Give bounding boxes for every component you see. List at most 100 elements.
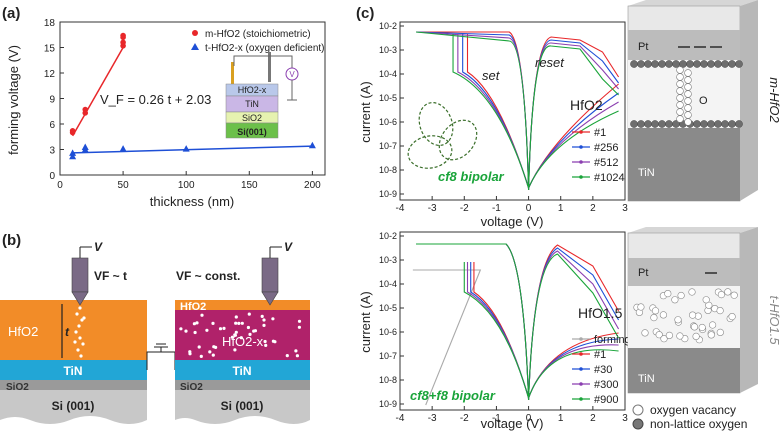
panel-label-b: (b): [2, 232, 21, 249]
panel-label-c: (c): [356, 5, 374, 22]
bottom-vacancy-ball-18: [708, 321, 717, 329]
legend-vacancy-label: oxygen vacancy: [650, 403, 736, 417]
panel-c-top-material: HfO2: [570, 97, 603, 113]
iv2-curve-1: [416, 243, 620, 401]
top-upper-ball-2: [644, 60, 652, 68]
top-filament-ball-1: [676, 73, 684, 81]
panel-a-marks: [69, 32, 316, 160]
panel-b-schematic: HfO2 TiN SiO2 Si (001) V VF ~ t t HfO2 H…: [0, 240, 310, 424]
iv2-legend-marker-0: [579, 337, 583, 341]
top-filament-ball-3: [676, 87, 684, 95]
top-filament-ball-b-0: [684, 69, 692, 77]
bottom-vacancy-ball-39: [698, 323, 706, 332]
iv2-ytick-label-2: 10-4: [379, 279, 397, 289]
iv2-xtick-label-4: 0: [526, 413, 532, 424]
panel-a-inset: HfO2-x TiN SiO2 Si(001) V: [225, 52, 299, 139]
a-ytick-label-3: 9: [49, 95, 55, 106]
right-vacancy-dots: [179, 312, 302, 358]
left-sio2-layer: [0, 380, 147, 390]
left-vacancy-8: [79, 354, 83, 358]
bottom-vacancy-ball-21: [690, 323, 699, 331]
a-ytick-label-0: 0: [49, 171, 55, 182]
legend-nonlattice-label: non-lattice oxygen: [650, 417, 747, 431]
top-filament-ball-b-3: [684, 90, 692, 98]
top-upper-ball-1: [637, 60, 645, 68]
bottom-vacancy-ball-10: [641, 329, 649, 337]
right-vacancy-21: [188, 352, 192, 356]
iv2-legend-marker-4: [579, 397, 583, 401]
iv2-ytick-label-4: 10-6: [379, 327, 397, 337]
right-sio2-label: SiO2: [180, 382, 203, 393]
left-hfo2-layer: [0, 300, 147, 360]
top-lower-ball-2: [644, 120, 652, 128]
bottom-vacancy-ball-22: [660, 335, 668, 343]
right-vacancy-28: [184, 329, 188, 333]
right-vacancy-7: [240, 321, 244, 325]
legend-nonlattice-marker: [632, 418, 644, 430]
panel-c-top-legend: #1#256#512#1024: [572, 127, 625, 184]
right-vacancy-14: [230, 335, 234, 339]
iv1-ytick-label-6: 10-8: [379, 165, 397, 175]
iv1-legend-marker-2: [579, 160, 583, 164]
iv2-curve-2: [416, 243, 620, 401]
inset-label-sio2: SiO2: [242, 113, 262, 123]
right-vacancy-38: [294, 349, 298, 353]
left-sio2-label: SiO2: [6, 382, 29, 393]
bottom-vacancy-ball-19: [716, 307, 724, 315]
iv1-ytick-label-3: 10-5: [379, 93, 397, 103]
a-point-m-3: [82, 106, 89, 113]
right-hfo2x-layer: [175, 310, 310, 360]
top-lower-ball-4: [658, 120, 666, 128]
right-vacancy-12: [193, 330, 197, 335]
right-probe: [261, 257, 279, 293]
iv2-legend-marker-2: [579, 367, 583, 371]
right-vacancy-34: [211, 321, 215, 325]
right-vacancy-31: [233, 333, 237, 337]
left-vacancy-filament: [73, 306, 86, 358]
a-xtick-label-3: 150: [241, 180, 258, 191]
a-xtick-label-1: 50: [118, 180, 130, 191]
bottom-vacancy-ball-17: [717, 291, 726, 299]
left-vacancy-4: [74, 330, 78, 334]
iv1-ytick-label-1: 10-3: [379, 45, 397, 55]
a-point-m-1: [69, 128, 76, 134]
left-vacancy-7: [76, 348, 80, 352]
top-filament-ball-b-7: [684, 118, 692, 126]
right-vacancy-17: [234, 321, 238, 325]
right-vacancy-29: [263, 339, 267, 344]
right-vacancy-20: [222, 326, 226, 330]
left-t-label: t: [65, 325, 70, 339]
top-upper-ball-4: [658, 60, 666, 68]
inset-label-hfo2: HfO2-x: [238, 85, 267, 95]
bottom-vacancy-ball-12: [674, 316, 682, 324]
right-vacancy-30: [297, 325, 301, 329]
iv1-xtick-label-7: 3: [622, 203, 628, 214]
a-point-t-0: [69, 152, 77, 160]
top-upper-ball-3: [651, 60, 659, 68]
right-vacancy-40: [247, 312, 251, 316]
right-vacancy-27: [234, 315, 238, 319]
panel-a-annotation: V_F = 0.26 t + 2.03: [100, 92, 211, 107]
legend-marker-t-hfo2: [191, 43, 199, 50]
top-filament-ball-4: [676, 94, 684, 102]
right-vacancy-24: [253, 329, 257, 333]
iv1-ytick-label-7: 10-9: [379, 189, 397, 199]
bottom-vacancy-ball-29: [671, 296, 679, 304]
iv2-ytick-label-0: 10-2: [379, 231, 397, 241]
bottom-vacancy-ball-33: [665, 331, 674, 340]
top-lower-ball-14: [728, 120, 736, 128]
top-upper-ball-0: [630, 60, 638, 68]
top-upper-ball-14: [728, 60, 736, 68]
top-lower-ball-0: [630, 120, 638, 128]
panel-c-top-curves: [416, 31, 620, 191]
iv1-legend-label-3: #1024: [594, 172, 625, 184]
right-hfo2-top-label: HfO2: [180, 301, 206, 313]
top-upper-ball-8: [686, 60, 694, 68]
inset-layer-si: [225, 122, 279, 139]
bottom-vacancy-ball-5: [692, 332, 700, 341]
iv2-ytick-label-5: 10-7: [379, 351, 397, 361]
top-filament-ball-b-4: [684, 97, 692, 105]
iv2-xtick-label-3: -1: [492, 413, 501, 424]
